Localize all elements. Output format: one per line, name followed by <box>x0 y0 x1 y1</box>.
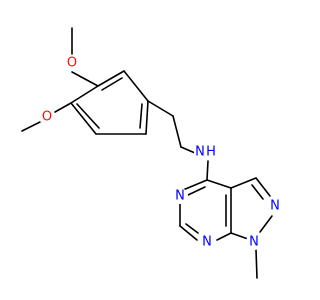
bond-n5-c4-inner <box>187 186 206 196</box>
bond-n1-c7a <box>230 232 249 240</box>
bonds <box>21 27 273 279</box>
atom-o-lower: O <box>39 109 55 125</box>
bond-c3-n2-inner <box>251 184 264 200</box>
atom-n-pyrazole-upper-label: N <box>270 199 280 214</box>
bond-n2-n1 <box>259 215 273 233</box>
bond-c4-c3a <box>206 179 232 189</box>
atom-nh-h-label: H <box>206 145 216 160</box>
bond-o-lower-ring <box>54 102 72 113</box>
bond-ch2-nh <box>180 146 196 154</box>
bond-benzene-6-inner <box>101 77 123 91</box>
bond-n7-c6 <box>179 225 198 241</box>
bond-c3-n2 <box>255 177 271 197</box>
atom-labels: O O N H N N N N <box>39 55 283 250</box>
atom-n-pyrimidine-upper: N <box>172 188 188 204</box>
molecule-structure-diagram: O O N H N N N N <box>21 27 283 279</box>
atom-n-pyrimidine-upper-label: N <box>175 189 185 204</box>
bond-ch2-ch2 <box>172 115 182 148</box>
bond-benzene-4-inner <box>139 103 143 129</box>
bond-benzene-4 <box>145 100 149 135</box>
bond-benzene-6 <box>97 70 125 87</box>
bond-ring-ch2 <box>147 100 174 117</box>
atom-n-pyrazole-lower-label: N <box>249 235 259 250</box>
bond-n7-c6-inner <box>185 223 199 234</box>
atom-n-pyrimidine-lower-label: N <box>202 235 212 250</box>
atom-o-lower-label: O <box>42 110 52 125</box>
atom-o-upper: O <box>64 55 80 71</box>
atom-n-pyrimidine-lower: N <box>199 234 215 250</box>
bond-n1-methyl <box>255 249 258 279</box>
bond-methyl-o-lower <box>21 121 41 132</box>
bond-c7a-n7 <box>216 232 232 241</box>
atom-n-pyrazole-lower: N <box>246 234 262 250</box>
bond-benzene-1 <box>70 85 99 104</box>
atom-o-upper-label: O <box>67 56 77 71</box>
bond-benzene-2 <box>70 102 97 135</box>
bond-c3a-c3 <box>230 177 257 189</box>
atom-n-pyrazole-upper: N <box>267 198 283 214</box>
atom-nh-n-label: N <box>195 145 205 160</box>
atom-nh-linker: N H <box>194 144 218 160</box>
bond-benzene-5 <box>123 70 149 102</box>
bond-benzene-2-inner <box>76 103 100 129</box>
bond-nh-c4 <box>206 160 209 181</box>
bond-n5-c4 <box>182 179 208 191</box>
bond-o-upper-ring <box>71 71 99 87</box>
